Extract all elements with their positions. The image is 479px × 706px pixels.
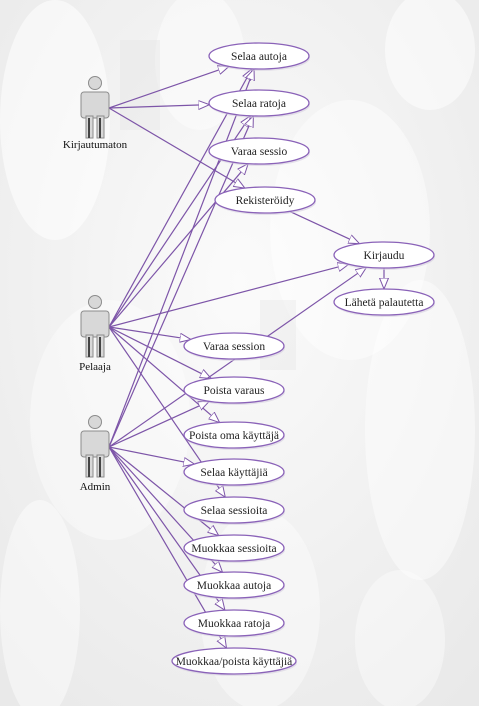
actor-kirjautumaton: Kirjautumaton	[63, 76, 128, 151]
actor-pelaaja: Pelaaja	[79, 295, 111, 373]
use-case-varaa-sessio: Varaa sessio	[208, 137, 310, 166]
use-case-ellipse	[208, 89, 310, 117]
use-case-ellipse	[183, 609, 285, 637]
use-case-ellipse	[208, 137, 310, 165]
association-arrow-admin-selaa-kayttajia	[108, 446, 194, 464]
association-arrow-kirjautumaton-selaa-autoja	[108, 66, 229, 109]
association-arrow-pelaaja-varaa-session	[108, 326, 191, 339]
use-case-ellipse	[183, 496, 285, 524]
person-icon	[80, 295, 110, 358]
use-case-label: Muokkaa autoja	[197, 580, 271, 592]
association-arrow-pelaaja-kirjaudu	[108, 264, 349, 328]
association-arrow-rekisteroidy-kirjaudu	[289, 210, 360, 243]
use-case-label: Muokkaa/poista käyttäjiä	[176, 656, 293, 668]
use-case-muokkaa-autoja: Muokkaa autoja	[183, 571, 285, 600]
use-case-poista-varaus: Poista varaus	[183, 376, 285, 405]
use-case-poista-oma-kayttaja: Poista oma käyttäjä	[183, 421, 285, 450]
use-case-label: Lähetä palautetta	[345, 297, 424, 309]
use-case-ellipse	[208, 42, 310, 70]
use-case-label: Poista oma käyttäjä	[189, 430, 279, 442]
use-case-varaa-session: Varaa session	[183, 332, 285, 361]
use-case-label: Rekisteröidy	[236, 195, 295, 207]
use-case-ellipse	[171, 647, 297, 675]
use-case-ellipse	[333, 288, 435, 316]
actor-admin: Admin	[80, 415, 111, 493]
use-case-ellipse	[183, 376, 285, 404]
use-case-laheta-palautetta: Lähetä palautetta	[333, 288, 435, 317]
actor-label: Admin	[80, 481, 111, 493]
use-case-muokkaa-poista-kayttajia: Muokkaa/poista käyttäjiä	[171, 647, 297, 676]
use-case-rekisteroidy: Rekisteröidy	[214, 186, 316, 215]
use-case-label: Varaa sessio	[231, 146, 288, 158]
use-case-ellipse	[214, 186, 316, 214]
association-arrow-admin-selaa-ratoja	[108, 116, 254, 448]
use-case-muokkaa-ratoja: Muokkaa ratoja	[183, 609, 285, 638]
use-case-label: Selaa ratoja	[232, 98, 286, 110]
use-case-label: Selaa käyttäjiä	[200, 467, 267, 479]
association-arrow-kirjautumaton-rekisteroidy	[108, 107, 245, 188]
association-arrow-admin-poista-varaus	[108, 401, 209, 448]
use-case-label: Varaa session	[203, 341, 266, 353]
use-case-selaa-sessioita: Selaa sessioita	[183, 496, 285, 525]
person-icon	[80, 76, 110, 139]
use-case-label: Muokkaa sessioita	[191, 543, 276, 555]
use-case-muokkaa-sessioita: Muokkaa sessioita	[183, 534, 285, 563]
association-arrow-pelaaja-poista-varaus	[108, 326, 211, 378]
use-case-ellipse	[183, 421, 285, 449]
use-case-ellipse	[183, 332, 285, 360]
association-arrow-pelaaja-varaa-sessio	[108, 164, 248, 328]
use-case-ellipse	[183, 534, 285, 562]
use-case-label: Poista varaus	[203, 385, 265, 397]
use-case-selaa-ratoja: Selaa ratoja	[208, 89, 310, 118]
use-case-ellipse	[183, 571, 285, 599]
association-arrow-kirjautumaton-selaa-ratoja	[108, 105, 209, 108]
actor-label: Pelaaja	[79, 361, 111, 373]
use-case-selaa-kayttajia: Selaa käyttäjiä	[183, 458, 285, 487]
actor-label: Kirjautumaton	[63, 139, 128, 151]
use-case-label: Muokkaa ratoja	[198, 618, 271, 630]
use-case-label: Kirjaudu	[364, 250, 405, 262]
person-icon	[80, 415, 110, 478]
use-case-ellipse	[333, 241, 435, 269]
use-case-label: Selaa sessioita	[201, 505, 268, 517]
use-case-selaa-autoja: Selaa autoja	[208, 42, 310, 71]
use-case-ellipse	[183, 458, 285, 486]
association-arrow-admin-selaa-autoja	[108, 69, 254, 448]
use-case-kirjaudu: Kirjaudu	[333, 241, 435, 270]
use-case-label: Selaa autoja	[231, 51, 287, 63]
